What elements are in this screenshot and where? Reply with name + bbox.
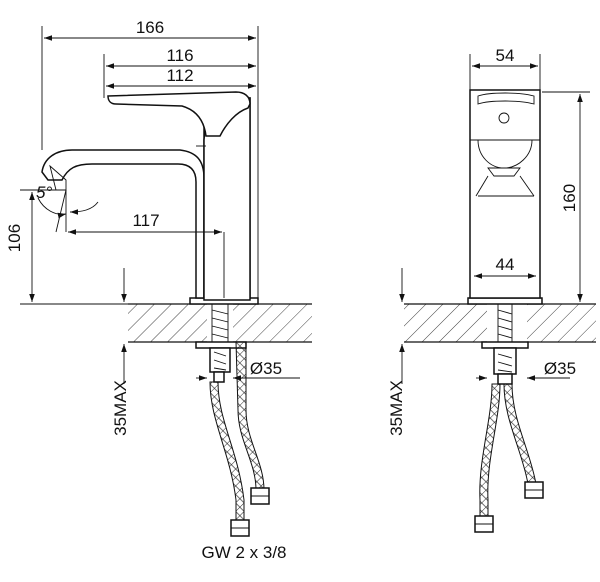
label-166: 166	[136, 18, 164, 37]
label-35max: 35MAX	[111, 380, 130, 436]
dim-handle-length: 112	[106, 66, 256, 89]
label-5-degrees: 5°	[36, 183, 52, 202]
front-label-35max: 35MAX	[387, 380, 406, 436]
dim-spout-length: 116	[103, 46, 256, 98]
label-160: 160	[560, 184, 579, 212]
label-44: 44	[496, 255, 515, 274]
side-view: 166 116 112 5° 117	[5, 18, 312, 537]
side-faucet-body	[41, 91, 259, 305]
front-dim-deck-thickness: 35MAX	[387, 268, 406, 436]
hose-connection-caption: GW 2 x 3/8	[201, 543, 286, 562]
label-112: 112	[166, 66, 193, 85]
dim-overall-width: 166	[41, 18, 259, 300]
side-fixing-assembly	[195, 303, 270, 537]
dim-spout-angle: 5°	[36, 183, 99, 233]
label-117: 117	[132, 211, 159, 230]
front-label-diameter-35: Ø35	[544, 359, 576, 378]
dim-base-width: 44	[474, 255, 536, 279]
label-116: 116	[166, 46, 193, 65]
label-diameter-35: Ø35	[250, 359, 282, 378]
front-faucet-body	[467, 89, 543, 305]
label-106: 106	[5, 224, 24, 252]
dim-deck-thickness: 35MAX	[111, 268, 130, 436]
dim-top-width: 54	[469, 46, 541, 90]
front-deck	[404, 303, 596, 343]
front-fixing-assembly	[474, 303, 544, 533]
label-54: 54	[496, 46, 515, 65]
dim-reach: 117	[68, 211, 225, 298]
dim-height: 160	[542, 91, 596, 305]
dim-hole-diameter: Ø35	[196, 359, 300, 381]
dim-spout-height: 106	[5, 189, 128, 305]
front-view: 54 44 160 35MAX Ø35	[387, 46, 596, 533]
front-dim-hole-diameter: Ø35	[476, 359, 576, 381]
